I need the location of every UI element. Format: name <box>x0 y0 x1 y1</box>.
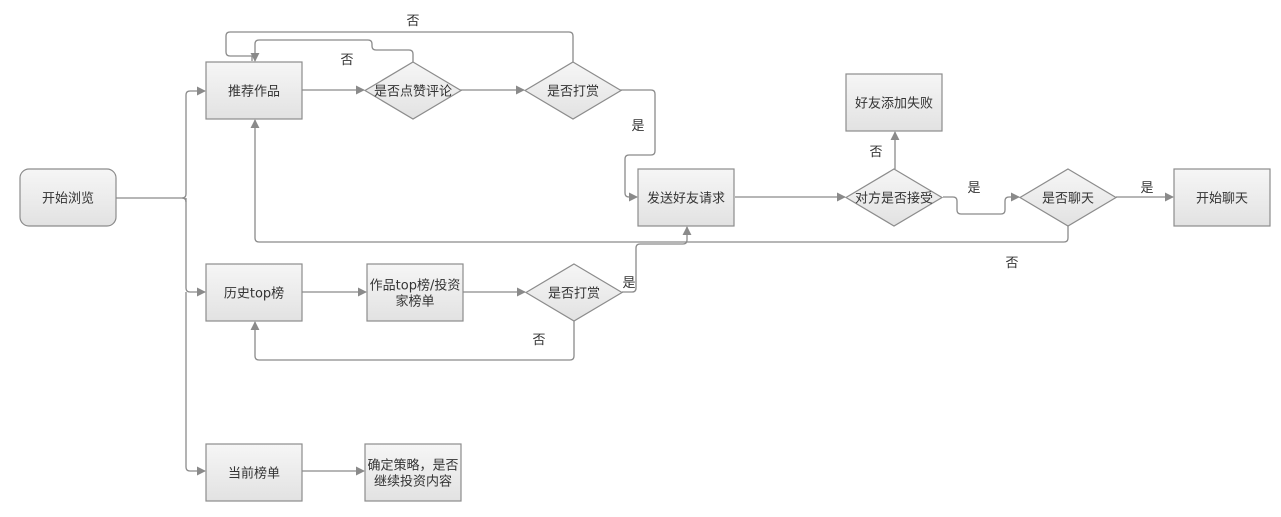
node-label: 推荐作品 <box>228 85 280 100</box>
node-friend-add-failed: 好友添加失败 <box>845 73 943 132</box>
node-start-chat: 开始聊天 <box>1173 168 1271 227</box>
edge-label-chat-no: 否 <box>1005 256 1018 271</box>
terminal-shape <box>19 168 117 227</box>
edge-label-tip1-yes: 是 <box>631 119 644 134</box>
node-like-comment-q: 是否点赞评论 <box>363 61 463 120</box>
process-box <box>1173 168 1271 227</box>
node-recommend-works: 推荐作品 <box>205 61 303 120</box>
node-send-friend-request: 发送好友请求 <box>637 168 735 227</box>
nodes: 开始浏览推荐作品是否点赞评论是否打赏发送好友请求对方是否接受好友添加失败是否聊天… <box>19 61 1271 502</box>
edge-like-no-to-recommend <box>250 39 414 62</box>
edge-tip1-no-to-recommend <box>225 31 574 62</box>
node-label: 是否点赞评论 <box>374 85 452 100</box>
node-history-top: 历史top榜 <box>205 263 303 322</box>
node-label: 对方是否接受 <box>855 191 933 207</box>
decision-diamond <box>524 263 624 322</box>
process-box <box>366 263 464 322</box>
node-label: 开始浏览 <box>42 191 94 207</box>
process-box <box>364 443 462 502</box>
node-current-list: 当前榜单 <box>205 443 303 502</box>
node-label: 是否打赏 <box>547 85 599 100</box>
edge-branch-to-history <box>185 198 206 297</box>
edge-label-accept-no: 否 <box>869 145 882 160</box>
node-label: 好友添加失败 <box>855 96 933 112</box>
process-box <box>205 61 303 120</box>
edge-accept-yes-to-chat <box>943 192 1020 215</box>
node-label: 继续投资内容 <box>374 474 452 490</box>
decision-diamond <box>844 168 944 227</box>
node-chat-q: 是否聊天 <box>1018 168 1118 227</box>
edge-tip1-yes-to-send <box>619 89 656 202</box>
decision-diamond <box>1018 168 1118 227</box>
node-label: 当前榜单 <box>228 466 280 482</box>
process-box <box>845 73 943 132</box>
process-box <box>637 168 735 227</box>
edge-label-chat-yes: 是 <box>1140 181 1153 196</box>
node-tip-q1: 是否打赏 <box>523 61 623 120</box>
node-label: 家榜单 <box>395 294 434 310</box>
node-label: 发送好友请求 <box>647 191 725 207</box>
edges <box>116 31 1174 476</box>
decision-diamond <box>363 61 463 120</box>
node-tip-q2: 是否打赏 <box>524 263 624 322</box>
edge-label-accept-yes: 是 <box>967 181 980 196</box>
edge-label-tip2-no: 否 <box>532 333 545 348</box>
edge-labels: 否 否 是 否 是 是 否 是 否 <box>340 14 1153 348</box>
edge-start-to-branch <box>116 197 187 203</box>
edge-tip2-no-to-history <box>250 320 575 361</box>
node-accept-q: 对方是否接受 <box>844 168 944 227</box>
edge-label-like-no: 否 <box>340 53 353 68</box>
node-label: 开始聊天 <box>1196 192 1248 207</box>
node-label: 历史top榜 <box>224 286 284 302</box>
node-label: 是否聊天 <box>1042 192 1094 207</box>
edge-label-tip2-yes: 是 <box>622 276 635 291</box>
process-box <box>205 443 303 502</box>
edge-tip2-yes-to-send <box>622 226 692 293</box>
edge-branch-to-current <box>185 292 206 476</box>
node-label: 作品top榜/投资 <box>370 278 461 294</box>
node-label: 确定策略，是否 <box>367 458 458 474</box>
decision-diamond <box>523 61 623 120</box>
edge-label-tip1-no: 否 <box>406 14 419 29</box>
edge-chat-no-to-recommend <box>250 119 1069 243</box>
node-start-browse: 开始浏览 <box>19 168 117 227</box>
node-label: 是否打赏 <box>548 287 600 302</box>
edge-branch-to-recommend <box>181 86 206 199</box>
process-box <box>205 263 303 322</box>
